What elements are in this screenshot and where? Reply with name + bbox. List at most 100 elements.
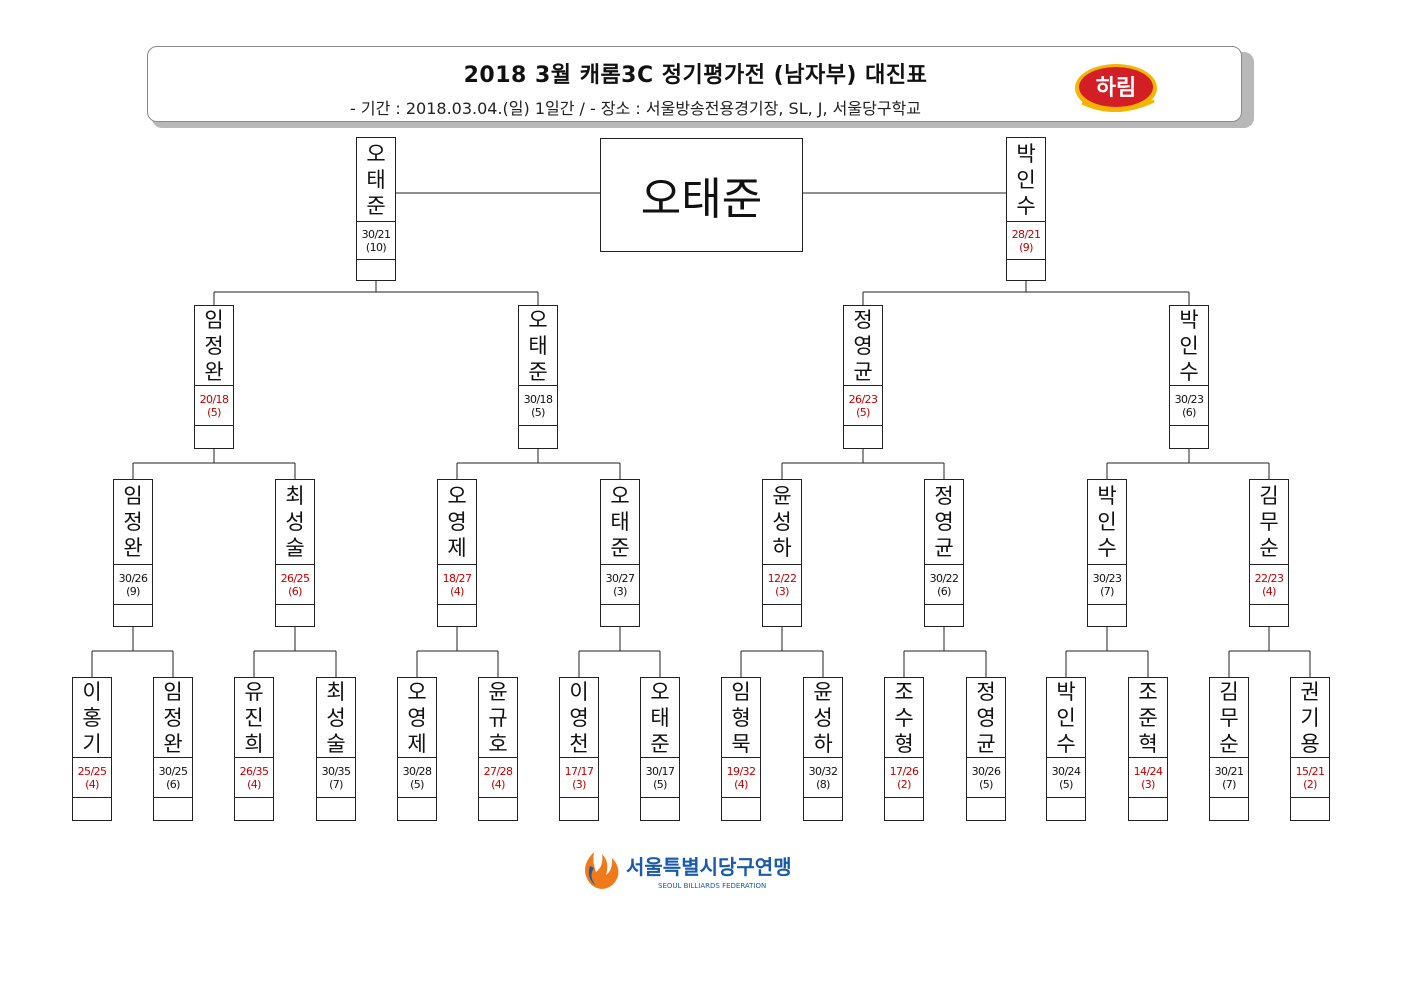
match-score: 30/23(6) bbox=[1170, 386, 1208, 426]
score-value: 30/22 bbox=[929, 571, 959, 585]
player-name-char: 균 bbox=[853, 359, 873, 384]
score-value: 22/23 bbox=[1254, 571, 1284, 585]
inning-count: (5) bbox=[207, 405, 221, 419]
champion-box: 오태준 bbox=[600, 138, 803, 252]
inning-count: (5) bbox=[1059, 777, 1073, 791]
player-name-char: 인 bbox=[1016, 167, 1036, 192]
player-name-char: 준 bbox=[366, 193, 386, 218]
player-name-char: 영 bbox=[447, 510, 467, 534]
match-score: 30/23(7) bbox=[1088, 565, 1126, 605]
player-name-char: 완 bbox=[163, 731, 183, 756]
inning-count: (5) bbox=[531, 405, 545, 419]
inning-count: (3) bbox=[1141, 777, 1155, 791]
score-value: 30/28 bbox=[402, 764, 432, 778]
player-name-char: 박 bbox=[1016, 141, 1036, 166]
score-value: 30/23 bbox=[1092, 571, 1122, 585]
player-name-char: 형 bbox=[731, 705, 751, 730]
empty-cell bbox=[317, 798, 355, 820]
empty-cell bbox=[844, 426, 882, 448]
player-name-char: 태 bbox=[528, 333, 548, 358]
inning-count: (4) bbox=[247, 777, 261, 791]
player-name-char: 홍 bbox=[82, 705, 102, 730]
inning-count: (3) bbox=[775, 584, 789, 598]
player-name-char: 완 bbox=[123, 536, 143, 560]
score-value: 30/18 bbox=[523, 392, 553, 406]
match-score: 19/32(4) bbox=[722, 758, 760, 798]
player-name-char: 준 bbox=[1138, 705, 1158, 730]
empty-cell bbox=[601, 605, 639, 626]
player-name-char: 태 bbox=[650, 705, 670, 730]
match-score: 26/23(5) bbox=[844, 386, 882, 426]
player-name-char: 준 bbox=[528, 359, 548, 384]
player-name-char: 영 bbox=[407, 705, 427, 730]
empty-cell bbox=[804, 798, 842, 820]
match-score: 30/21(10) bbox=[357, 222, 395, 260]
match-score: 30/25(6) bbox=[154, 758, 192, 798]
score-value: 17/26 bbox=[889, 764, 919, 778]
empty-cell bbox=[357, 260, 395, 280]
player-name-char: 기 bbox=[82, 731, 102, 756]
match-score: 20/18(5) bbox=[195, 386, 233, 426]
player-name-char: 성 bbox=[326, 705, 346, 730]
player-name-char: 박 bbox=[1097, 484, 1117, 508]
player-name-char: 수 bbox=[1179, 359, 1199, 384]
inning-count: (10) bbox=[365, 240, 387, 254]
player-name-char: 이 bbox=[82, 679, 102, 704]
player-name-char: 권 bbox=[1300, 679, 1320, 704]
match-score: 30/22(6) bbox=[925, 565, 963, 605]
player-name-char: 희 bbox=[244, 731, 264, 756]
player-name-char: 영 bbox=[934, 510, 954, 534]
match-score: 17/17(3) bbox=[560, 758, 598, 798]
empty-cell bbox=[641, 798, 679, 820]
player-name-char: 수 bbox=[894, 705, 914, 730]
match-score: 22/23(4) bbox=[1250, 565, 1288, 605]
player-name-char: 수 bbox=[1056, 731, 1076, 756]
score-value: 30/32 bbox=[808, 764, 838, 778]
match-score: 25/25(4) bbox=[73, 758, 111, 798]
player-name-char: 박 bbox=[1056, 679, 1076, 704]
inning-count: (4) bbox=[491, 777, 505, 791]
inning-count: (7) bbox=[329, 777, 343, 791]
inning-count: (5) bbox=[856, 405, 870, 419]
empty-cell bbox=[925, 605, 963, 626]
score-value: 19/32 bbox=[726, 764, 756, 778]
player-name-char: 하 bbox=[813, 731, 833, 756]
score-value: 26/23 bbox=[848, 392, 878, 406]
match-score: 30/17(5) bbox=[641, 758, 679, 798]
empty-cell bbox=[560, 798, 598, 820]
score-value: 30/26 bbox=[118, 571, 148, 585]
player-name-char: 균 bbox=[976, 731, 996, 756]
player-name-char: 성 bbox=[772, 510, 792, 534]
player-name-char: 준 bbox=[610, 536, 630, 560]
player-name-char: 술 bbox=[285, 536, 305, 560]
inning-count: (4) bbox=[734, 777, 748, 791]
match-score: 27/28(4) bbox=[479, 758, 517, 798]
player-name-char: 순 bbox=[1259, 536, 1279, 560]
score-value: 18/27 bbox=[442, 571, 472, 585]
match-score: 26/35(4) bbox=[235, 758, 273, 798]
score-value: 30/21 bbox=[1214, 764, 1244, 778]
